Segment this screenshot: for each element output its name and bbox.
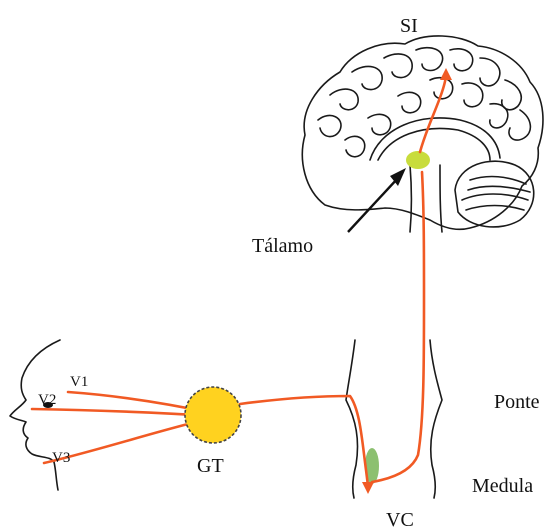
label-v2: V2 [38,392,56,408]
label-si: SI [400,15,418,37]
brainstem-upper [410,165,442,232]
gt-to-vc-fiber [240,396,368,486]
label-vc: VC [386,509,414,531]
label-gt: GT [197,455,224,477]
si-arrowhead [440,68,452,80]
thalamus-to-si [420,74,446,152]
face-profile [10,340,60,490]
label-v3: V3 [52,450,70,466]
label-ponte: Ponte [494,391,540,413]
vc-arrowhead [362,482,374,494]
corpus-callosum [370,118,500,160]
thalamus-region [406,151,430,169]
label-talamo: Tálamo [252,235,313,257]
talamo-arrow [348,168,406,232]
label-medula: Medula [472,475,533,497]
label-v1: V1 [70,374,88,390]
brainstem-lower [346,340,442,498]
ascending-tract [372,172,424,482]
trigeminal-ganglion [185,387,241,443]
